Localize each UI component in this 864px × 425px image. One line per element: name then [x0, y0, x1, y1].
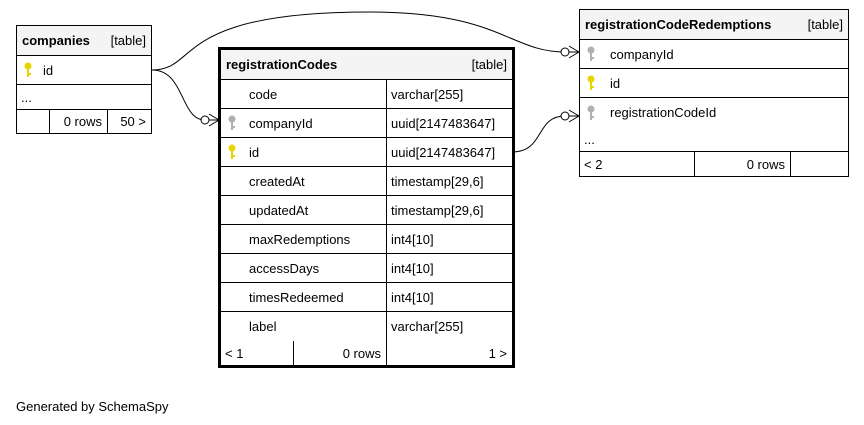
ellipsis-text: ... — [584, 131, 595, 147]
column-row[interactable]: code varchar[255] — [221, 80, 512, 109]
table-header: registrationCodeRedemptions [table] — [580, 10, 848, 40]
primary-key-icon — [221, 138, 243, 166]
table-header: registrationCodes [table] — [221, 50, 512, 80]
table-name: companies — [22, 33, 90, 48]
column-name: maxRedemptions — [249, 231, 351, 247]
ellipsis-text: ... — [21, 89, 32, 105]
column-type: varchar[255] — [386, 80, 512, 108]
foreign-key-icon — [580, 98, 602, 127]
table-companies[interactable]: companies [table] id ... 0 rows 50 > — [16, 25, 152, 134]
column-name: code — [249, 86, 278, 102]
ellipsis-row: ... — [17, 85, 151, 110]
rel-registrationcodes-redemptions — [511, 115, 566, 153]
column-row[interactable]: id — [580, 69, 848, 98]
footer-rows: 0 rows — [694, 152, 790, 176]
table-footer: < 1 0 rows 1 > — [221, 341, 512, 365]
footer-right — [790, 152, 848, 176]
column-name: accessDays — [249, 260, 320, 276]
column-row[interactable]: accessDays int4[10] — [221, 254, 512, 283]
no-key-icon — [221, 254, 243, 282]
rel-companies-redemptions — [151, 11, 566, 71]
footer-right[interactable]: 50 > — [107, 110, 151, 133]
table-name: registrationCodeRedemptions — [585, 17, 772, 32]
column-type: timestamp[29,6] — [386, 196, 512, 224]
no-key-icon — [221, 283, 243, 311]
column-type: uuid[2147483647] — [386, 109, 512, 137]
footer-rows: 0 rows — [293, 341, 386, 365]
column-name: id — [43, 62, 54, 78]
footer-left — [17, 110, 49, 133]
column-type: int4[10] — [386, 225, 512, 253]
column-row[interactable]: createdAt timestamp[29,6] — [221, 167, 512, 196]
table-registrationcoderedemptions[interactable]: registrationCodeRedemptions [table] comp… — [579, 9, 849, 177]
primary-key-icon — [17, 56, 39, 84]
table-type: [table] — [807, 17, 843, 32]
generated-by-text: Generated by SchemaSpy — [16, 399, 169, 414]
no-key-icon — [221, 196, 243, 224]
column-type: int4[10] — [386, 254, 512, 282]
column-row[interactable]: id uuid[2147483647] — [221, 138, 512, 167]
footer-rows: 0 rows — [49, 110, 107, 133]
column-type: timestamp[29,6] — [386, 167, 512, 195]
table-registrationcodes[interactable]: registrationCodes [table] code varchar[25… — [218, 47, 515, 368]
column-name: companyId — [249, 115, 313, 131]
no-key-icon — [221, 167, 243, 195]
table-name: registrationCodes — [226, 57, 338, 72]
column-type: uuid[2147483647] — [386, 138, 512, 166]
table-type: [table] — [471, 57, 507, 72]
column-row[interactable]: id — [17, 56, 151, 85]
no-key-icon — [221, 80, 243, 108]
column-name: createdAt — [249, 173, 305, 189]
foreign-key-icon — [580, 40, 602, 68]
column-row[interactable]: timesRedeemed int4[10] — [221, 283, 512, 312]
rel-companies-registrationcodes — [151, 69, 206, 121]
column-name: registrationCodeId — [610, 105, 717, 120]
table-header: companies [table] — [17, 26, 151, 56]
no-key-icon — [221, 312, 243, 341]
table-footer: < 2 0 rows — [580, 152, 848, 176]
column-name: id — [610, 75, 621, 91]
column-row[interactable]: updatedAt timestamp[29,6] — [221, 196, 512, 225]
column-name: timesRedeemed — [249, 289, 344, 305]
column-type: varchar[255] — [386, 312, 512, 341]
no-key-icon — [221, 225, 243, 253]
ellipsis-row: ... — [580, 127, 848, 152]
table-footer: 0 rows 50 > — [17, 110, 151, 133]
table-type: [table] — [110, 33, 146, 48]
column-row[interactable]: registrationCodeId — [580, 98, 848, 127]
column-row[interactable]: maxRedemptions int4[10] — [221, 225, 512, 254]
column-row[interactable]: companyId uuid[2147483647] — [221, 109, 512, 138]
footer-right[interactable]: 1 > — [386, 341, 512, 365]
column-name: label — [249, 319, 277, 334]
foreign-key-icon — [221, 109, 243, 137]
footer-left[interactable]: < 2 — [584, 156, 603, 172]
column-type: int4[10] — [386, 283, 512, 311]
footer-left[interactable]: < 1 — [225, 345, 244, 361]
primary-key-icon — [580, 69, 602, 97]
column-row[interactable]: companyId — [580, 40, 848, 69]
column-row[interactable]: label varchar[255] — [221, 312, 512, 341]
column-name: updatedAt — [249, 202, 309, 218]
column-name: companyId — [610, 46, 674, 62]
column-name: id — [249, 144, 260, 160]
